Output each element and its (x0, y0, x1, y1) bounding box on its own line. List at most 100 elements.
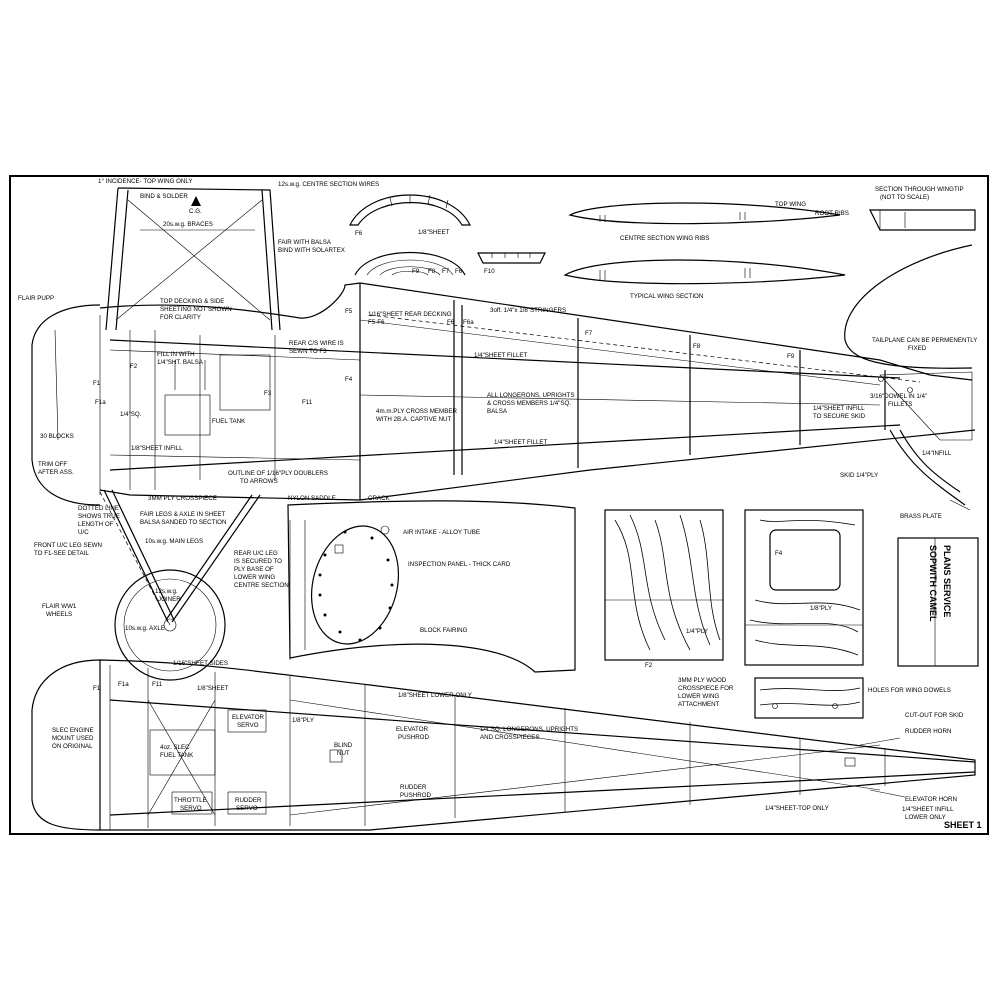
lower-wing-crosspiece (754, 677, 864, 719)
rib-f7-label: F7 (442, 268, 450, 275)
dowel-holes-label: HOLES FOR WING DOWELS (868, 687, 951, 694)
former-f4-box-label: F4 (775, 550, 783, 557)
flair-pupp-label: FLAIR PUPP (18, 295, 54, 302)
infill-skid-label-2: TO SECURE SKID (813, 413, 866, 420)
fill-balsa-label: FILL IN WITH (157, 351, 195, 358)
fuel-tank-label: FUEL TANK (212, 418, 246, 425)
cutout-skid-label: CUT-OUT FOR SKID (905, 712, 964, 719)
infill-tail-label: 1/4"INFILL (922, 450, 952, 457)
former-f11-label: F11 (302, 399, 313, 406)
joiner-label-2: JOINER (158, 596, 181, 603)
wingtip-label: SECTION THROUGH WINGTIP (875, 186, 964, 193)
top-decking-label-2: SHEETING NOT SHOWN (160, 306, 232, 313)
former-f6a-label: F6a (463, 319, 474, 326)
former-f2 (604, 509, 724, 661)
ply-eighth-label: 1/8"PLY (810, 605, 832, 612)
rib-f10-label: F10 (484, 268, 495, 275)
lower-only-label: 1/8"SHEET LOWER ONLY (398, 692, 472, 699)
elevator-servo-label: ELEVATOR (232, 714, 265, 721)
crack-label: CRACK (368, 495, 391, 502)
elevator-horn-label: ELEVATOR HORN (905, 796, 957, 803)
crosspiece-lw-label-3: LOWER WING (678, 693, 719, 700)
fair-balsa-label-2: BIND WITH SOLARTEX (278, 247, 345, 254)
rib-f6-label: F6 (355, 230, 363, 237)
front-uc-label: FRONT U/C LEG SEWN (34, 542, 102, 549)
sheet-border (9, 175, 989, 835)
cowling-detail (287, 500, 576, 673)
rudder-pushrod-label-2: PUSHROD (400, 792, 431, 799)
blocks-label: 30 BLOCKS (40, 433, 74, 440)
engine-label: SLEC ENGINE (52, 727, 94, 734)
inspection-rivets (318, 530, 394, 642)
former-f4-label: F4 (345, 376, 353, 383)
rear-uc-label-5: CENTRE SECTION (234, 582, 289, 589)
plan-f1a-label: F1a (118, 681, 129, 688)
fuselage-side-view (99, 244, 976, 511)
title-block (897, 537, 979, 667)
rear-uc-label-3: PLY BASE OF (234, 566, 274, 573)
longerons-plan-label-2: AND CROSSPIECES (480, 734, 539, 741)
former-f3-label: F3 (264, 390, 272, 397)
former-f9-label: F9 (787, 353, 795, 360)
stringers-label: 3off. 1/4"x 1/8"STRINGERS (490, 307, 566, 314)
blind-nut-label: BLIND (334, 742, 353, 749)
fair-legs-label-2: BALSA SANDED TO SECTION (140, 519, 226, 526)
elevator-servo-label-2: SERVO (237, 722, 259, 729)
main-legs-label: 10s.w.g. MAIN LEGS (145, 538, 203, 545)
tank-plan-label: 4oz. SLEC (160, 744, 190, 751)
incidence-label: 1° INCIDENCE- TOP WING ONLY (98, 178, 193, 185)
former-f2-label: F2 (130, 363, 138, 370)
sheet-sides-label: 1/16"SHEET SIDES (173, 660, 228, 667)
rib-f6b-label: F6 (455, 268, 463, 275)
trim-off-label: TRIM OFF (38, 461, 67, 468)
dotted-line-label-2: SHOWS TRUE (78, 513, 120, 520)
tailplane-label-2: FIXED (908, 345, 927, 352)
longerons-label-2: & CROSS MEMBERS 1/4"SQ. (487, 400, 571, 407)
elevator-pushrod-label-2: PUSHROD (398, 734, 429, 741)
inspection-label: INSPECTION PANEL - THICK CARD (408, 561, 511, 568)
elevator-pushrod-label: ELEVATOR (396, 726, 429, 733)
fillet-label: 1/4"SHEET FILLET (474, 352, 528, 359)
dotted-line-label-4: U/C (78, 529, 89, 536)
former-f2-bottom-label: F2 (645, 662, 653, 669)
former-f5-label: F5 (345, 308, 353, 315)
top-wing-label: TOP WING (775, 201, 806, 208)
blind-nut-label-2: NUT (337, 750, 350, 757)
top-decking-label-3: FOR CLARITY (160, 314, 201, 321)
infill-lower-label: 1/4"SHEET INFILL (902, 806, 954, 813)
longerons-label-3: BALSA (487, 408, 508, 415)
ply-crosspiece-label: 3MM PLY CROSSPIECE (148, 495, 217, 502)
plan-sheet-label: 1/8"SHEET (197, 685, 229, 692)
skid-label: SKID 1/4"PLY (840, 472, 878, 479)
annotations: 1° INCIDENCE- TOP WING ONLY BIND & SOLDE… (18, 178, 982, 830)
root-ribs-label: ROOT RIBS (815, 210, 849, 217)
nylon-saddle-label: NYLON SADDLE (288, 495, 336, 502)
sheet-infill-label: 1/8"SHEET INFILL (131, 445, 183, 452)
fillet-label-2: 1/4"SHEET FILLET (494, 439, 548, 446)
rudder-horn-label: RUDDER HORN (905, 728, 951, 735)
joiner-label: 12s.w.g. (155, 588, 178, 595)
former-f7-label: F7 (585, 330, 593, 337)
rib-sheet-label: 1/8"SHEET (418, 229, 450, 236)
air-intake-label: AIR INTAKE - ALLOY TUBE (403, 529, 480, 536)
rib-f8-label: F8 (428, 268, 436, 275)
sheet-number: SHEET 1 (944, 820, 982, 830)
centre-wires-label: 12s.w.g. CENTRE SECTION WIRES (278, 181, 379, 188)
engine-label-3: ON ORIGINAL (52, 743, 93, 750)
throttle-servo-label: THROTTLE (174, 797, 207, 804)
plan-f1-label: F1 (93, 685, 101, 692)
fair-legs-label: FAIR LEGS & AXLE IN SHEET (140, 511, 225, 518)
doublers-label: OUTLINE OF 1/16"PLY DOUBLERS (228, 470, 328, 477)
fair-balsa-label: FAIR WITH BALSA (278, 239, 332, 246)
dowel-label: 3/16"DOWEL IN 1/4" (870, 393, 927, 400)
wingtip-label-2: (NOT TO SCALE) (880, 194, 929, 201)
rib-f9-label: F9 (412, 268, 420, 275)
plan-f11-label: F11 (152, 681, 163, 688)
throttle-servo-label-2: SERVO (180, 805, 202, 812)
front-uc-label-2: TO F1-SEE DETAIL (34, 550, 89, 557)
engine-label-2: MOUNT USED (52, 735, 94, 742)
former-f1a-label: F1a (95, 399, 106, 406)
former-f6-label: F6 (447, 319, 455, 326)
trim-off-label-2: AFTER ASS. (38, 469, 74, 476)
